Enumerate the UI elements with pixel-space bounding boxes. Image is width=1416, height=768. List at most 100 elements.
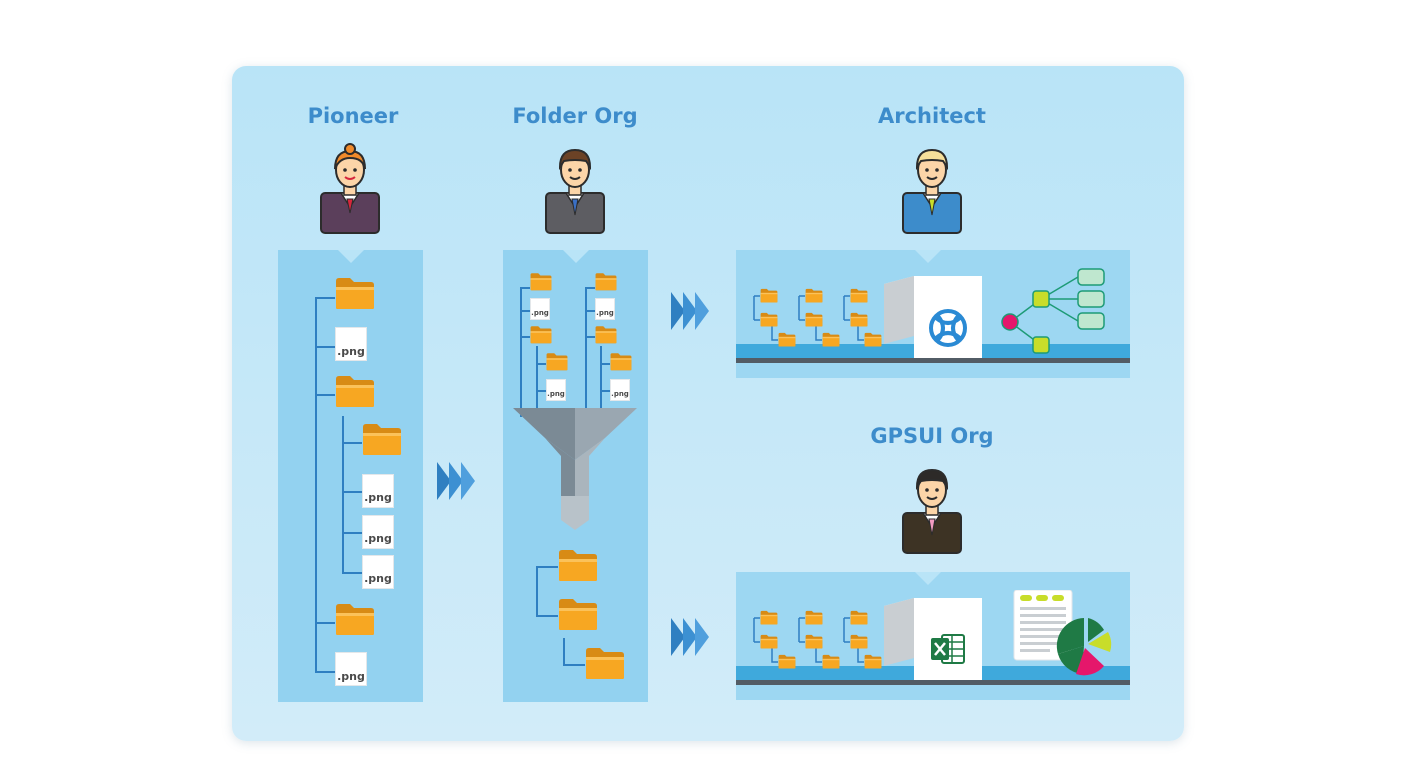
- folder-icon: [850, 288, 868, 303]
- file-label: .png: [337, 670, 365, 683]
- folder-icon: [822, 654, 840, 669]
- folder-icon: [610, 352, 632, 371]
- tree-branch: [520, 287, 530, 289]
- folder-icon: [760, 288, 778, 303]
- folder-icon: [850, 634, 868, 649]
- folder-icon: [362, 422, 402, 456]
- png-file-icon: .png: [336, 653, 366, 685]
- folder-org-avatar: [545, 148, 605, 234]
- folder-icon: [778, 654, 796, 669]
- png-file-icon: .png: [363, 556, 393, 588]
- folder-tree-group: [753, 288, 882, 347]
- tree-branch: [520, 336, 530, 338]
- folder-org-panel: .png .png .png .png: [503, 250, 648, 702]
- title-folder-org: Folder Org: [512, 104, 638, 128]
- folder-icon: [558, 597, 598, 631]
- file-label: .png: [364, 491, 392, 504]
- folder-icon: [805, 288, 823, 303]
- png-file-icon: .png: [531, 299, 549, 319]
- folder-icon: [778, 332, 796, 347]
- tree-branch: [315, 297, 335, 299]
- folder-icon: [850, 610, 868, 625]
- architect-scene: [736, 250, 1130, 378]
- folder-icon: [760, 610, 778, 625]
- folder-icon: [864, 332, 882, 347]
- file-label: .png: [364, 572, 392, 585]
- folder-icon: [585, 646, 625, 680]
- tree-line: [600, 346, 614, 416]
- tree-line: [342, 416, 356, 572]
- tree-line: [536, 346, 550, 416]
- png-file-icon: .png: [547, 380, 565, 400]
- node-graph-icon: [1001, 268, 1105, 354]
- tree-branch: [536, 390, 546, 392]
- panel-pointer: [338, 250, 364, 263]
- report-chart-icon: [1013, 590, 1112, 676]
- scene-rail: [736, 680, 1130, 685]
- folder-icon: [805, 312, 823, 327]
- tree-branch: [315, 622, 335, 624]
- folder-icon: [760, 312, 778, 327]
- tree-branch: [536, 566, 558, 568]
- tree-line: [563, 638, 577, 664]
- scene-rail: [736, 358, 1130, 363]
- pioneer-panel: .png .png .png .png .png: [278, 250, 423, 702]
- file-label: .png: [596, 309, 614, 317]
- tree-branch: [585, 310, 595, 312]
- tree-branch: [342, 491, 362, 493]
- tree-branch: [585, 336, 595, 338]
- png-file-icon: .png: [596, 299, 614, 319]
- diagram-card: Pioneer Folder Org Architect GPSUI Org: [232, 66, 1184, 741]
- folder-icon: [335, 374, 375, 408]
- png-file-icon: .png: [611, 380, 629, 400]
- tree-branch: [536, 363, 546, 365]
- title-architect: Architect: [878, 104, 986, 128]
- architect-logo-icon: [929, 309, 967, 347]
- tree-line: [585, 287, 599, 417]
- triple-chevron-arrow-icon: [671, 618, 711, 656]
- folder-icon: [558, 548, 598, 582]
- tree-branch: [315, 394, 335, 396]
- tree-line: [536, 566, 550, 615]
- tree-line: [315, 297, 329, 671]
- folder-icon: [595, 272, 617, 291]
- tree-branch: [342, 532, 362, 534]
- funnel-icon: [513, 408, 637, 530]
- triple-chevron-arrow-icon: [671, 292, 711, 330]
- triple-chevron-arrow-icon: [437, 462, 477, 500]
- folder-icon: [546, 352, 568, 371]
- gpsui-org-scene: [736, 572, 1130, 700]
- pioneer-avatar: [320, 143, 380, 234]
- folder-icon: [864, 654, 882, 669]
- folder-icon: [822, 332, 840, 347]
- tree-branch: [600, 363, 610, 365]
- folder-icon: [530, 272, 552, 291]
- folder-icon: [850, 312, 868, 327]
- png-file-icon: .png: [363, 516, 393, 548]
- file-label: .png: [611, 390, 629, 398]
- png-file-icon: .png: [336, 328, 366, 360]
- file-label: .png: [337, 345, 365, 358]
- title-pioneer: Pioneer: [307, 104, 399, 128]
- tree-branch: [315, 671, 335, 673]
- panel-pointer: [563, 250, 589, 263]
- tree-branch: [342, 572, 362, 574]
- tree-branch: [315, 346, 335, 348]
- file-label: .png: [547, 390, 565, 398]
- folder-icon: [595, 325, 617, 344]
- panel-pointer: [915, 572, 941, 585]
- folder-icon: [805, 610, 823, 625]
- folder-icon: [805, 634, 823, 649]
- folder-icon: [335, 276, 375, 310]
- tree-branch: [563, 664, 585, 666]
- excel-icon: [931, 634, 965, 664]
- architect-avatar: [902, 148, 962, 234]
- tree-branch: [536, 615, 558, 617]
- gpsui-org-avatar: [902, 468, 962, 554]
- tree-branch: [520, 310, 530, 312]
- file-label: .png: [364, 532, 392, 545]
- tree-branch: [600, 390, 610, 392]
- tree-branch: [585, 287, 595, 289]
- folder-tree-group: [753, 610, 882, 669]
- folder-icon: [760, 634, 778, 649]
